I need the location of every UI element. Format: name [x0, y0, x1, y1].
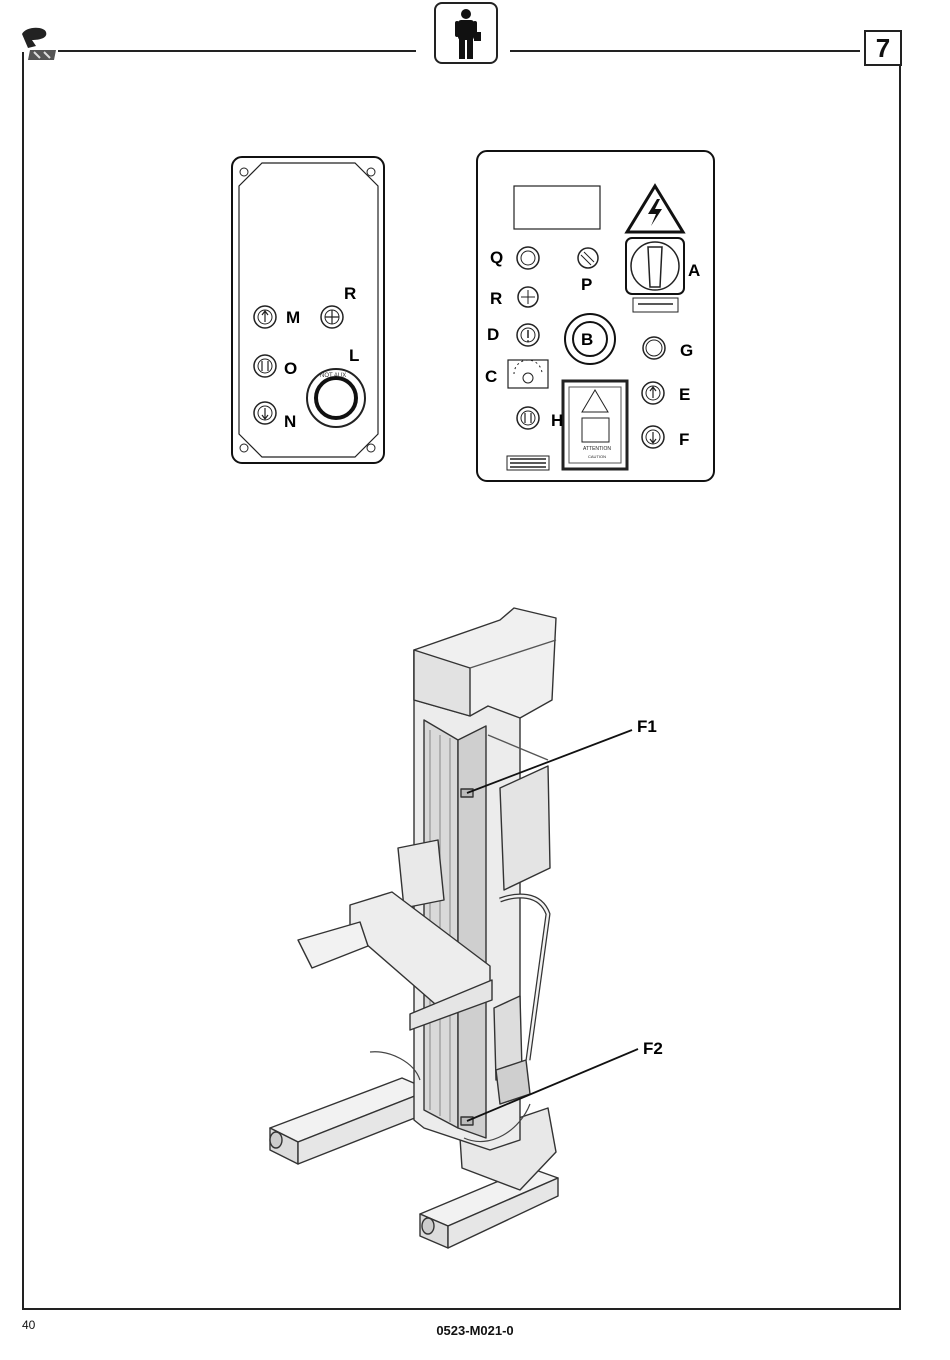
label-g: G: [680, 341, 693, 360]
label-d: D: [487, 325, 499, 344]
main-switch-icon: [626, 238, 684, 294]
vent-grille: [507, 456, 549, 470]
right-control-panel: A Q P R D B: [477, 151, 714, 481]
document-code: 0523-M021-0: [0, 1323, 950, 1338]
label-h: H: [551, 411, 563, 430]
lamp-p-icon: [578, 248, 598, 268]
button-select-icon: [321, 306, 343, 328]
label-f: F: [679, 430, 689, 449]
button-f-icon: [642, 426, 664, 448]
button-e-icon: [642, 382, 664, 404]
callout-f1: F1: [637, 717, 657, 736]
warning-text-1: ATTENTION: [583, 446, 611, 452]
warning-text-2: CAUTION: [588, 454, 606, 459]
label-b: B: [581, 330, 593, 349]
gauge-c-icon: [508, 360, 548, 388]
button-updown-icon: [254, 355, 276, 377]
callout-f2: F2: [643, 1039, 663, 1058]
lamp-q-icon: [517, 247, 539, 269]
label-r-left: R: [344, 284, 356, 303]
button-h-icon: [517, 407, 539, 429]
switch-text: NOT AUX: [320, 373, 346, 379]
label-a: A: [688, 261, 700, 280]
label-m: M: [286, 308, 300, 327]
label-n: N: [284, 412, 296, 431]
left-control-panel: M R O N NOT AUX L: [232, 157, 384, 463]
warning-label-icon: ATTENTION CAUTION: [563, 381, 627, 469]
label-r-right: R: [490, 289, 502, 308]
switch-plate: [633, 298, 678, 312]
key-switch-icon: NOT AUX: [307, 369, 365, 427]
label-l: L: [349, 346, 359, 365]
button-down-icon: [254, 402, 276, 424]
label-c: C: [485, 367, 497, 386]
label-q: Q: [490, 248, 503, 267]
lamp-g-icon: [643, 337, 665, 359]
label-p: P: [581, 275, 592, 294]
display-window: [514, 186, 600, 229]
label-o: O: [284, 359, 297, 378]
button-r-icon: [518, 287, 538, 307]
button-d-icon: [517, 324, 539, 346]
label-e: E: [679, 385, 690, 404]
button-up-icon: [254, 306, 276, 328]
lift-column-drawing: [270, 608, 558, 1248]
